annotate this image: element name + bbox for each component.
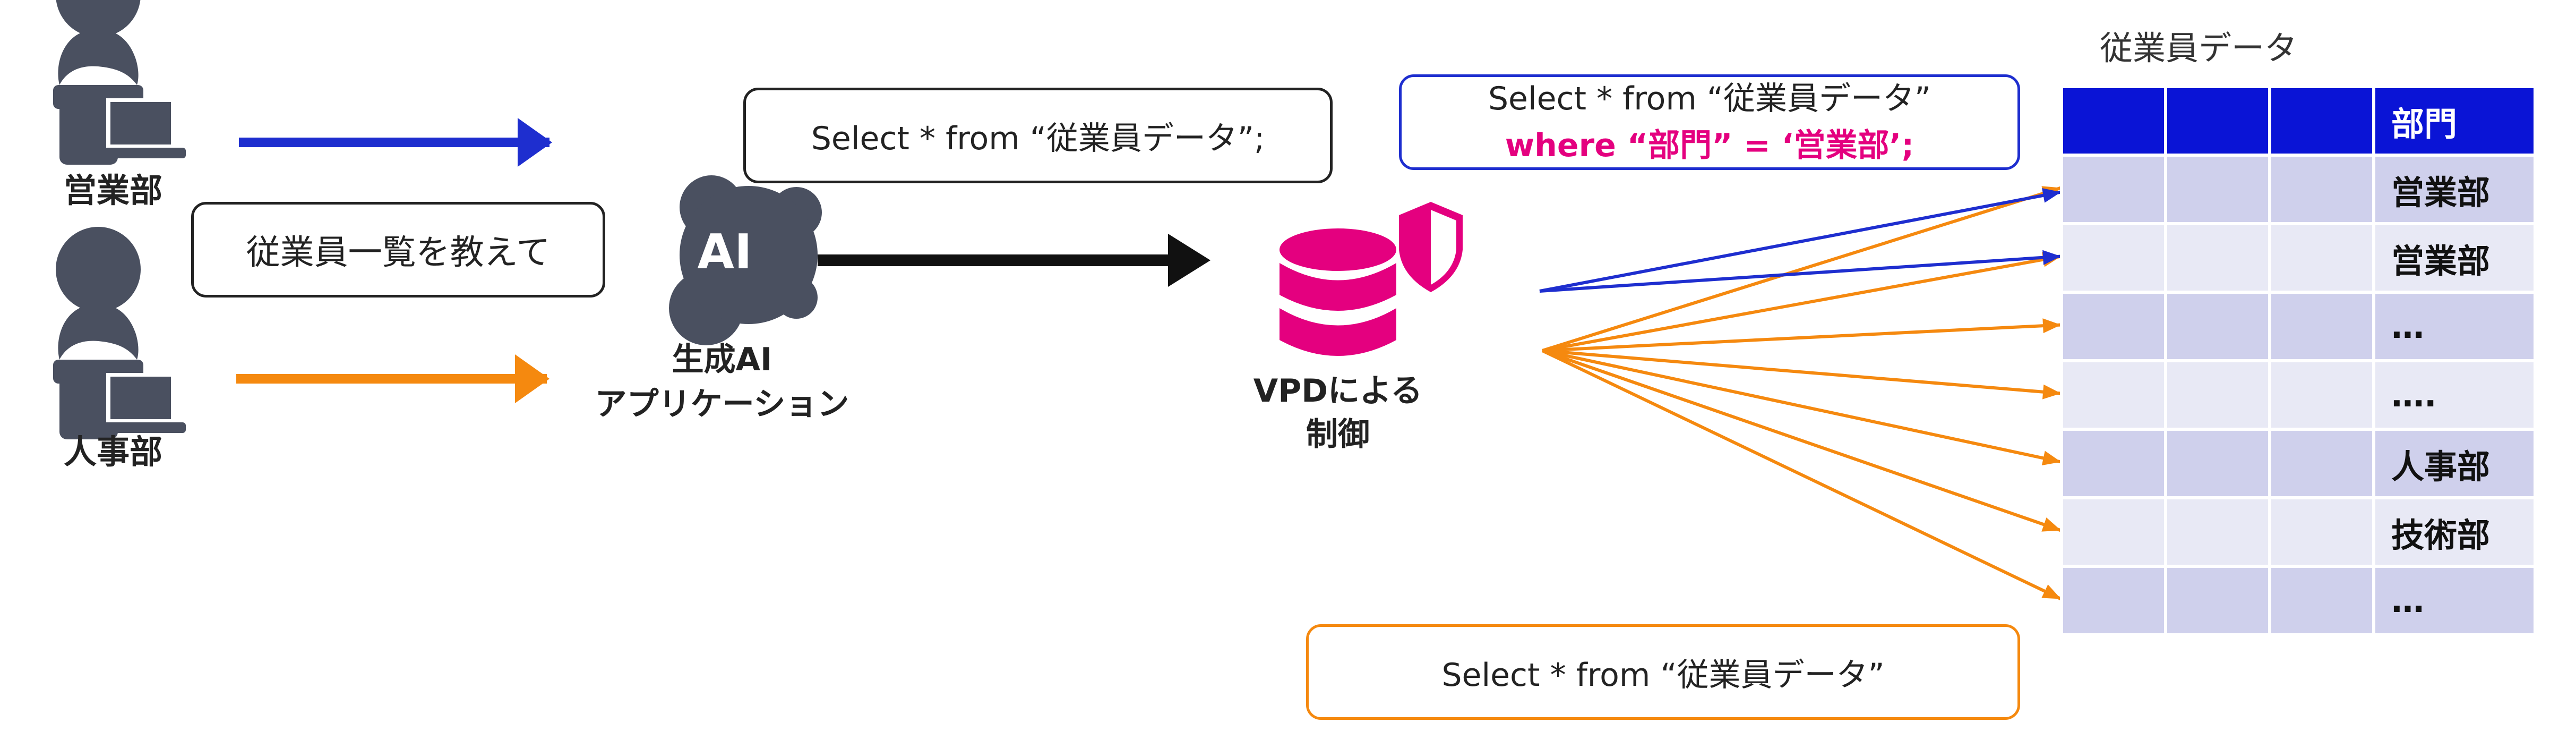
table-cell [2268,565,2375,636]
ai-app-label: 生成AI アプリケーション [584,337,860,427]
sales-route-line [1539,254,2062,293]
hr-route-line [1542,349,2062,532]
vpd-label-line2: 制御 [1306,416,1370,453]
vpd-label: VPDによる 制御 [1226,369,1449,456]
shield-icon [1399,202,1463,292]
prompt-text: 従業員一覧を教えて [246,233,551,273]
sales-route-line [1539,190,2062,293]
sales-user-label: 営業部 [64,171,163,210]
table-row: …. [2060,359,2537,431]
sales-route-line-head [2041,188,2061,203]
sql-generic-top-text: Select * from “従業員データ”; [811,120,1265,157]
table-header-dept: 部門 [2372,85,2537,157]
table-cell [2268,291,2375,362]
table-row: … [2060,291,2537,362]
sql-generic-bottom-text: Select * from “従業員データ” [1441,656,1885,694]
table-title: 従業員データ [2100,29,2298,67]
table-cell [2268,222,2375,294]
table-header-cell [2268,85,2375,157]
query-arrowhead [1168,234,1210,287]
table-row: 営業部 [2060,222,2537,294]
table-dept-cell: 人事部 [2372,428,2537,499]
table-cell [2164,222,2271,294]
prompt-box: 従業員一覧を教えて [191,202,605,298]
table-cell [2060,565,2167,636]
database-icon [1280,228,1396,356]
sales-route-line-head [2042,250,2061,265]
sql-filtered-box: Select * from “従業員データ” where “部門” = ‘営業部… [1399,74,2020,170]
user-laptop-icon-sales [53,0,186,165]
hr-route-line [1542,323,2062,352]
hr-route-line [1542,349,2062,464]
table-cell [2060,154,2167,225]
table-dept-cell: 技術部 [2372,496,2537,568]
user-laptop-icon-hr [53,227,186,439]
sql-filtered-line1: Select * from “従業員データ” [1488,80,1931,117]
sales-request-arrowhead [518,118,552,167]
table-cell [2164,291,2271,362]
table-cell [2268,496,2375,568]
hr-request-arrowhead [515,354,549,403]
hr-route-line-head [2042,318,2061,334]
sql-generic-top-box: Select * from “従業員データ”; [743,88,1333,183]
table-cell [2164,496,2271,568]
table-dept-cell: …. [2372,359,2537,431]
table-cell [2164,565,2271,636]
routing-lines [1539,186,2062,601]
table-row: 技術部 [2060,496,2537,568]
table-row: 営業部 [2060,154,2537,225]
hr-route-line-head [2041,584,2061,599]
ai-app-label-line2: アプリケーション [595,386,849,423]
table-cell [2060,222,2167,294]
table-cell [2268,359,2375,431]
table-cell [2164,154,2271,225]
table-cell [2164,428,2271,499]
employee-table: 部門 営業部営業部…….人事部技術部… [2060,85,2537,636]
table-dept-cell: … [2372,565,2537,636]
table-cell [2268,428,2375,499]
table-header-cell [2164,85,2271,157]
table-header-cell [2060,85,2167,157]
table-dept-cell: 営業部 [2372,154,2537,225]
table-cell [2060,428,2167,499]
table-cell [2060,496,2167,568]
table-row: 人事部 [2060,428,2537,499]
table-cell [2060,291,2167,362]
ai-app-label-line1: 生成AI [672,341,772,378]
table-dept-cell: 営業部 [2372,222,2537,294]
sql-filtered-line2: where “部門” = ‘営業部’; [1505,127,1914,164]
table-cell [2268,154,2375,225]
table-dept-cell: … [2372,291,2537,362]
ai-app-icon [669,175,822,345]
hr-user-label: 人事部 [64,432,163,471]
ai-app-icon-text: AI [697,224,752,280]
hr-route-line-head [2041,450,2061,466]
hr-route-line [1542,254,2062,352]
table-cell [2060,359,2167,431]
table-header-row: 部門 [2060,85,2537,157]
table-row: … [2060,565,2537,636]
hr-route-line-head [2041,517,2061,532]
hr-route-line-head [2042,384,2061,400]
hr-route-line [1541,349,2062,601]
vpd-label-line1: VPDによる [1253,372,1423,410]
hr-route-line [1542,186,2062,352]
sql-generic-bottom-box: Select * from “従業員データ” [1306,624,2020,720]
table-cell [2164,359,2271,431]
hr-route-line [1542,349,2062,395]
